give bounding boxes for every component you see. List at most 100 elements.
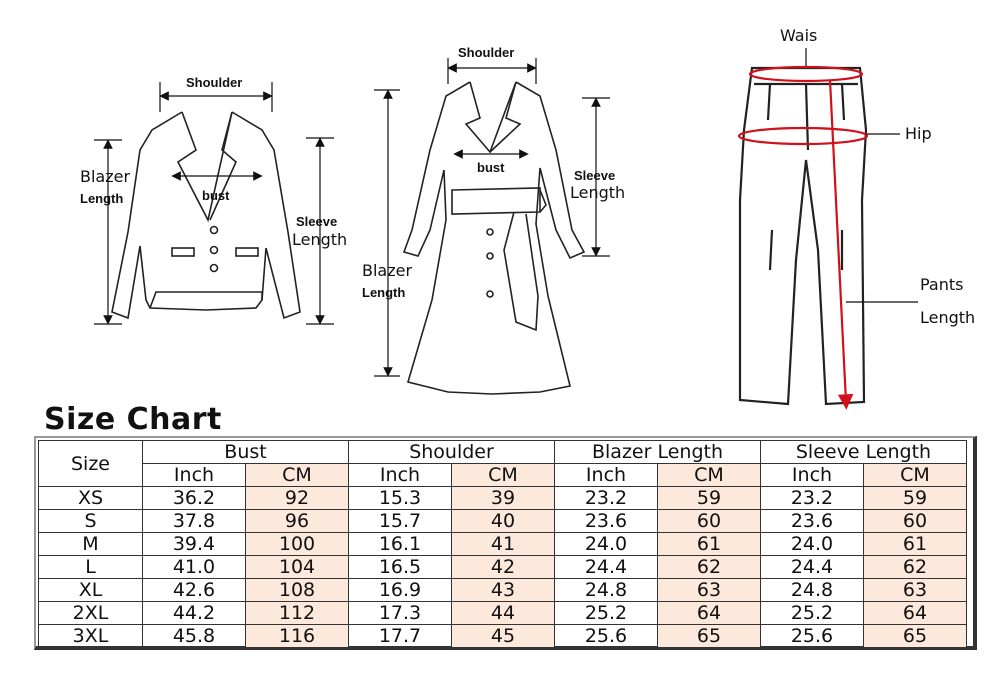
unit-header: CM	[245, 463, 349, 487]
unit-header: Inch	[760, 463, 864, 487]
size-cell: 2XL	[38, 601, 143, 625]
inch-cell: 23.2	[760, 486, 864, 510]
cm-cell: 41	[451, 532, 555, 556]
blazer-sleeve-label-line1: Sleeve	[296, 214, 337, 229]
size-cell: S	[38, 509, 143, 533]
blazer-bust-label: bust	[202, 188, 230, 203]
inch-cell: 24.8	[760, 578, 864, 602]
cm-cell: 42	[451, 555, 555, 579]
inch-cell: 23.2	[554, 486, 658, 510]
inch-cell: 24.4	[554, 555, 658, 579]
coat-length-label-line2: Length	[362, 285, 405, 300]
size-cell: XL	[38, 578, 143, 602]
size-chart-frame	[34, 436, 977, 650]
coat-sleeve-label-line1: Sleeve	[574, 168, 615, 183]
pants-measure-lines	[737, 65, 869, 410]
cm-cell: 43	[451, 578, 555, 602]
unit-header: CM	[451, 463, 555, 487]
inch-cell: 44.2	[142, 601, 246, 625]
inch-cell: 42.6	[142, 578, 246, 602]
inch-cell: 37.8	[142, 509, 246, 533]
cm-cell: 112	[245, 601, 349, 625]
cm-cell: 64	[863, 601, 967, 625]
shoulder-header: Shoulder	[348, 440, 555, 464]
cm-cell: 44	[451, 601, 555, 625]
cm-cell: 61	[657, 532, 761, 556]
unit-header: CM	[657, 463, 761, 487]
cm-cell: 108	[245, 578, 349, 602]
cm-cell: 60	[657, 509, 761, 533]
inch-cell: 24.0	[760, 532, 864, 556]
blazer-drawing	[111, 111, 301, 320]
pants-length-label-line1: Pants	[920, 275, 963, 294]
size-chart-title: Size Chart	[44, 402, 222, 437]
inch-cell: 23.6	[554, 509, 658, 533]
inch-cell: 25.6	[760, 624, 864, 648]
blazer-arrows	[94, 82, 334, 325]
cm-cell: 39	[451, 486, 555, 510]
inch-cell: 16.1	[348, 532, 452, 556]
size-cell: XS	[38, 486, 143, 510]
blazer-sleeve-label-line2: Length	[292, 230, 347, 249]
pants-hip-label: Hip	[905, 124, 932, 143]
cm-cell: 116	[245, 624, 349, 648]
size-chart-table: Size Bust Shoulder Blazer Length Sleeve …	[38, 440, 967, 648]
unit-header: Inch	[554, 463, 658, 487]
cm-cell: 62	[863, 555, 967, 579]
unit-header: Inch	[348, 463, 452, 487]
pants-drawing	[738, 66, 868, 406]
inch-cell: 39.4	[142, 532, 246, 556]
inch-cell: 36.2	[142, 486, 246, 510]
coat-sleeve-label-line2: Length	[570, 183, 625, 202]
inch-cell: 23.6	[760, 509, 864, 533]
coat-length-label-line1: Blazer	[362, 261, 412, 280]
cm-cell: 104	[245, 555, 349, 579]
coat-drawing	[402, 81, 586, 395]
size-cell: M	[38, 532, 143, 556]
cm-cell: 63	[863, 578, 967, 602]
size-cell: 3XL	[38, 624, 143, 648]
inch-cell: 41.0	[142, 555, 246, 579]
cm-cell: 63	[657, 578, 761, 602]
cm-cell: 60	[863, 509, 967, 533]
size-header: Size	[38, 440, 143, 487]
inch-cell: 17.3	[348, 601, 452, 625]
cm-cell: 45	[451, 624, 555, 648]
inch-cell: 24.0	[554, 532, 658, 556]
cm-cell: 65	[863, 624, 967, 648]
blazer-length-label-line2: Length	[80, 191, 123, 206]
inch-cell: 16.9	[348, 578, 452, 602]
pants-callouts	[805, 48, 918, 303]
cm-cell: 65	[657, 624, 761, 648]
inch-cell: 25.2	[760, 601, 864, 625]
blazer-length-header: Blazer Length	[554, 440, 761, 464]
bust-header: Bust	[142, 440, 349, 464]
cm-cell: 62	[657, 555, 761, 579]
pants-waist-label: Wais	[780, 26, 817, 45]
cm-cell: 100	[245, 532, 349, 556]
inch-cell: 15.3	[348, 486, 452, 510]
cm-cell: 96	[245, 509, 349, 533]
cm-cell: 59	[657, 486, 761, 510]
size-cell: L	[38, 555, 143, 579]
inch-cell: 25.2	[554, 601, 658, 625]
coat-shoulder-label: Shoulder	[458, 45, 514, 60]
unit-header: CM	[863, 463, 967, 487]
inch-cell: 25.6	[554, 624, 658, 648]
coat-arrows	[374, 58, 610, 377]
unit-header: Inch	[142, 463, 246, 487]
measurement-illustrations: Shoulder Blazer Length bust Sleeve Lengt…	[80, 26, 975, 410]
inch-cell: 24.4	[760, 555, 864, 579]
unit-header-row: Inch CM Inch CM Inch CM Inch CM	[39, 463, 967, 487]
pants-length-label-line2: Length	[920, 308, 975, 327]
cm-cell: 92	[245, 486, 349, 510]
inch-cell: 45.8	[142, 624, 246, 648]
